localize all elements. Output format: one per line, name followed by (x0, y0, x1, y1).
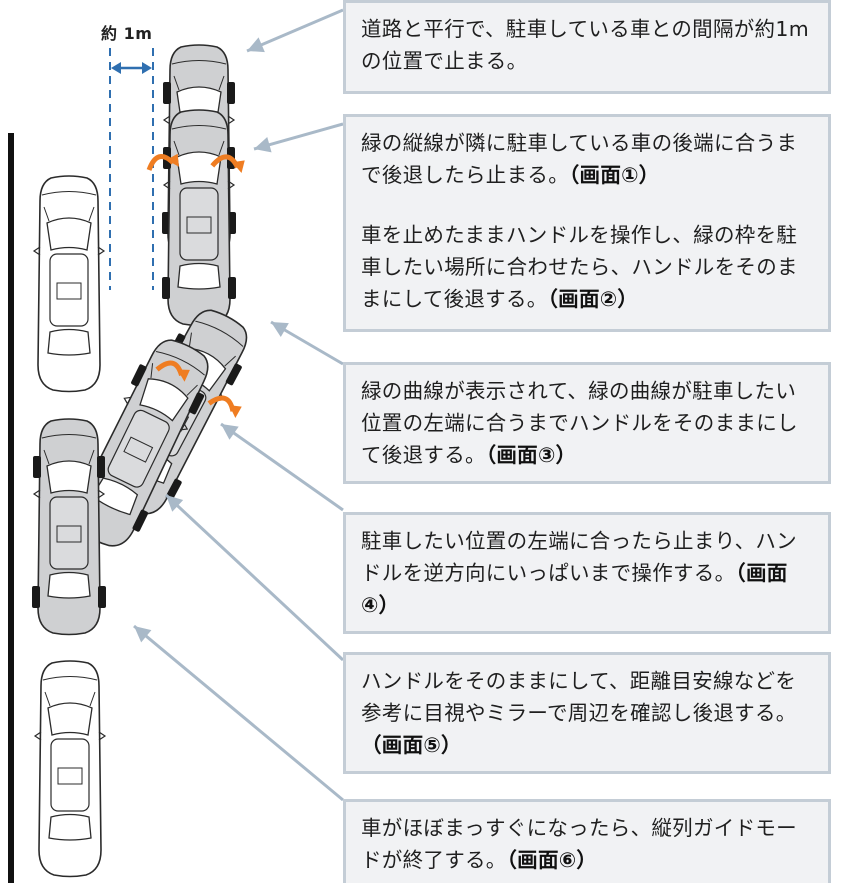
screen-ref-1: （画面①） (569, 163, 660, 187)
step-2-text: 緑の縦線が隣に駐車している車の後端に合うまで後退したら止まる。 (361, 131, 798, 187)
leader-arrow-1 (246, 8, 344, 53)
step-7-text: 車がほぼまっすぐになったら、縦列ガイドモードが終了する。 (361, 816, 797, 872)
screen-ref-5: （画面⑤） (361, 733, 462, 757)
leader-arrowhead-1 (247, 37, 265, 53)
leader-arrow-5 (164, 493, 345, 662)
curb-line (8, 133, 14, 883)
car-position-2 (161, 109, 237, 327)
screen-ref-3: （画面③） (485, 443, 577, 467)
leader-arrowhead-3 (271, 322, 289, 337)
leader-arrowhead-5 (166, 495, 184, 512)
leader-arrowhead-2 (254, 136, 272, 153)
screen-ref-6: （画面⑥） (506, 848, 598, 872)
screen-ref-4: （画面④） (361, 561, 788, 617)
step-6-callout: ハンドルをそのままにして、距離目安線などを参考に目視やミラーで周辺を確認し後退す… (343, 652, 831, 774)
step-3-text: 車を止めたままハンドルを操作し、緑の枠を駐車したい場所に合わせたら、ハンドルをそ… (361, 223, 798, 311)
screen-ref-2: （画面②） (547, 287, 639, 311)
dimension-arrowhead-left (111, 62, 121, 74)
step-5-callout: 駐車したい位置の左端に合ったら止まり、ハンドルを逆方向にいっぱいまで操作する。（… (343, 512, 831, 634)
step-6-text: ハンドルをそのままにして、距離目安線などを参考に目視やミラーで周辺を確認し後退す… (361, 669, 797, 725)
parked-car-front (33, 175, 105, 393)
step-1-callout: 道路と平行で、駐車している車との間隔が約1m の位置で止まる。 (343, 0, 831, 94)
leader-arrowhead-4 (221, 424, 239, 440)
leader-arrowhead-6 (134, 626, 152, 643)
dimension-arrowhead-right (142, 62, 152, 74)
leader-arrow-6 (133, 624, 344, 802)
step-2-3-callout: 緑の縦線が隣に駐車している車の後端に合うまで後退したら止まる。（画面①） 車を止… (343, 114, 831, 332)
step-4-text: 緑の曲線が表示されて、緑の曲線が駐車したい位置の左端に合うまでハンドルをそのまま… (361, 379, 798, 467)
step-7-callout: 車がほぼまっすぐになったら、縦列ガイドモードが終了する。（画面⑥） (343, 799, 831, 883)
distance-label: 約 1m (101, 24, 153, 43)
step-5-text: 駐車したい位置の左端に合ったら止まり、ハンドルを逆方向にいっぱいまで操作する。 (361, 529, 797, 585)
leader-arrow-4 (220, 422, 344, 512)
step-4-callout: 緑の曲線が表示されて、緑の曲線が駐車したい位置の左端に合うまでハンドルをそのまま… (343, 362, 831, 484)
parked-car-rear (34, 660, 106, 878)
car-position-5 (31, 418, 107, 636)
step-1-text: 道路と平行で、駐車している車との間隔が約1m の位置で止まる。 (361, 17, 809, 73)
